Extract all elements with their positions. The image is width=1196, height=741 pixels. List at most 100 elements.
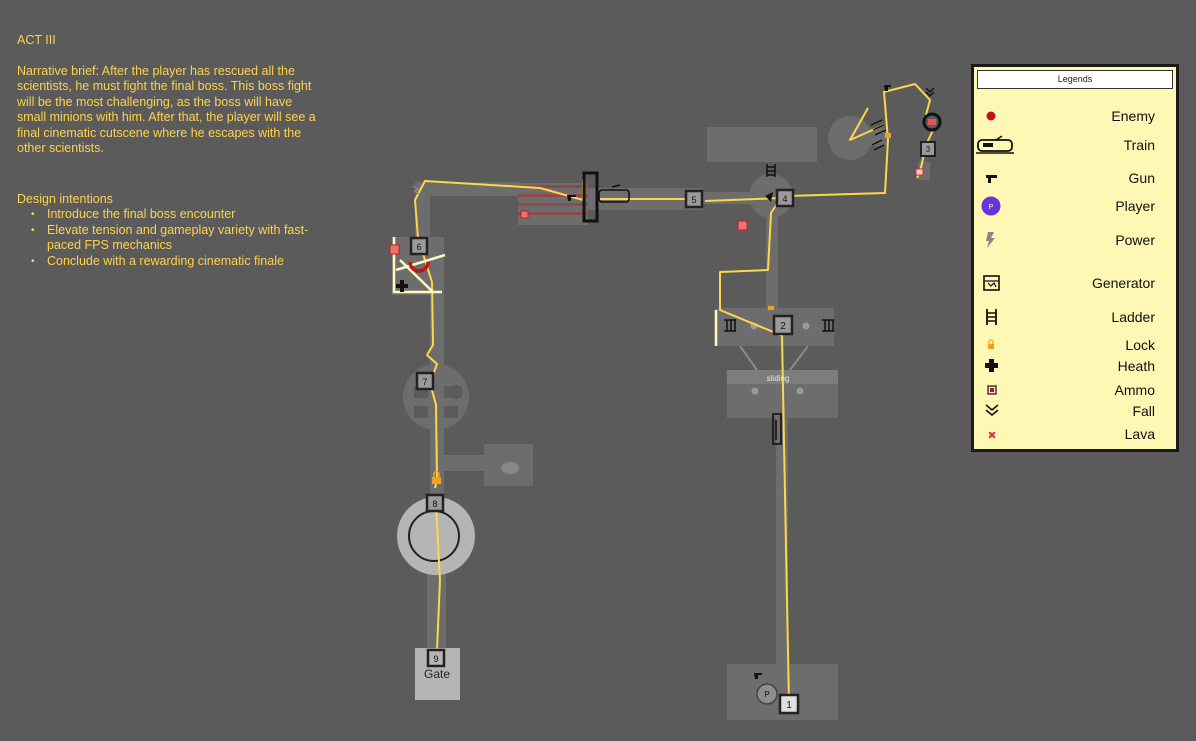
legend-panel: Legends Enemy Train Gun P Player Power: [971, 64, 1179, 452]
fall-icon: [985, 404, 999, 417]
enemy-icon: [986, 111, 996, 121]
ammo-icon: [987, 385, 997, 395]
checkpoint-8: 8: [425, 493, 445, 513]
legend-item-health: Heath: [974, 356, 1176, 376]
gate-label: Gate: [424, 667, 450, 681]
lava-icon: [928, 119, 936, 125]
lock-icon: [885, 133, 891, 138]
gun-icon: [754, 673, 762, 679]
design-item: Conclude with a rewarding cinematic fina…: [17, 254, 317, 270]
arena-boss: [397, 385, 519, 700]
ammo-icon: [389, 244, 400, 255]
design-intentions-list: Introduce the final boss encounter Eleva…: [17, 207, 317, 269]
lava-icon: [988, 431, 996, 439]
door-barrier: [582, 171, 599, 223]
checkpoint-2: 2: [772, 314, 794, 336]
legend-label: Enemy: [1111, 108, 1155, 124]
legend-item-power: Power: [974, 230, 1176, 250]
lock-icon: [768, 306, 774, 310]
generator-icon: [983, 275, 1000, 291]
svg-text:4: 4: [782, 194, 787, 204]
fall-icon: [925, 87, 935, 97]
act-title: ACT III: [17, 33, 56, 47]
checkpoint-4: 4: [775, 188, 795, 208]
legend-item-lock: Lock: [974, 335, 1176, 355]
checkpoint-3: 3: [920, 141, 936, 157]
design-item: Elevate tension and gameplay variety wit…: [17, 223, 317, 254]
checkpoint-6: 6: [409, 236, 429, 256]
ladder-icon: [766, 164, 776, 177]
marker-icon: [765, 192, 773, 202]
floor-layout: [392, 116, 930, 720]
design-intentions-title: Design intentions: [17, 191, 113, 206]
checkpoint-1: 1: [778, 693, 800, 715]
ladder-icon: [986, 309, 997, 325]
ammo-icon: [520, 210, 529, 219]
legend-label: Ladder: [1111, 309, 1155, 325]
legend-item-generator: Generator: [974, 273, 1176, 293]
legend-item-train: Train: [974, 135, 1176, 155]
train-icon: [772, 413, 782, 445]
legend-label: Player: [1115, 198, 1155, 214]
train-icon: [598, 184, 630, 203]
svg-text:P: P: [989, 204, 994, 211]
checkpoint-7: 7: [415, 371, 435, 391]
legend-label: Fall: [1132, 403, 1155, 419]
legend-label: Power: [1115, 232, 1155, 248]
legend-label: Lock: [1125, 337, 1155, 353]
ladder-icon: [724, 319, 736, 332]
ammo-icon: [737, 220, 748, 231]
gun-icon: [986, 175, 997, 183]
map-icons: [389, 85, 942, 679]
legend-item-player: P Player: [974, 195, 1176, 217]
legend-item-enemy: Enemy: [974, 106, 1176, 126]
checkpoints: 1 2 4 5 6 7 8 9: [409, 141, 936, 715]
legend-label: Train: [1123, 137, 1155, 153]
power-icon: [986, 232, 995, 248]
legend-item-lava: Lava: [974, 424, 1176, 444]
player-marker: P: [756, 683, 778, 705]
legend-title: Legends: [977, 70, 1173, 89]
legend-item-ladder: Ladder: [974, 307, 1176, 327]
narrative-text: Narrative brief: After the player has re…: [17, 63, 316, 156]
lock-icon: [432, 470, 441, 484]
legend-item-fall: Fall: [974, 401, 1176, 421]
legend-label: Lava: [1124, 426, 1155, 442]
legend-label: Ammo: [1114, 382, 1155, 398]
hazard-stripes: [518, 185, 588, 215]
design-item: Introduce the final boss encounter: [17, 207, 317, 223]
lava-icon: [915, 168, 924, 176]
legend-item-gun: Gun: [974, 168, 1176, 188]
svg-text:6: 6: [416, 242, 421, 252]
ladder-icon: [870, 119, 887, 151]
health-icon: [985, 359, 998, 372]
gun-icon: [884, 85, 891, 91]
legend-label: Generator: [1091, 275, 1155, 291]
sliding-label: sliding: [767, 374, 790, 383]
train-icon: [976, 135, 1014, 154]
health-icon: [396, 280, 408, 292]
gun-icon: [567, 195, 576, 201]
legend-label: Gun: [1128, 170, 1155, 186]
enemy-icon: [408, 261, 430, 273]
legend-item-ammo: Ammo: [974, 380, 1176, 400]
lock-icon: [988, 339, 994, 349]
svg-text:8: 8: [432, 499, 437, 509]
svg-text:5: 5: [691, 195, 696, 205]
player-icon: P: [980, 195, 1002, 217]
route-highlight: [392, 237, 718, 346]
connector-lines: [739, 345, 809, 371]
player-route: [414, 83, 935, 705]
narrative-brief: ACT III Narrative brief: After the playe…: [17, 33, 317, 269]
svg-text:1: 1: [786, 700, 792, 711]
svg-text:2: 2: [780, 321, 786, 332]
legend-label: Heath: [1117, 358, 1155, 374]
svg-text:7: 7: [422, 377, 427, 387]
svg-text:3: 3: [926, 145, 931, 154]
svg-text:P: P: [764, 690, 769, 699]
checkpoint-5: 5: [684, 189, 704, 209]
power-icon: [412, 185, 420, 195]
checkpoint-9: 9: [426, 648, 446, 668]
ladder-icon: [822, 319, 834, 332]
